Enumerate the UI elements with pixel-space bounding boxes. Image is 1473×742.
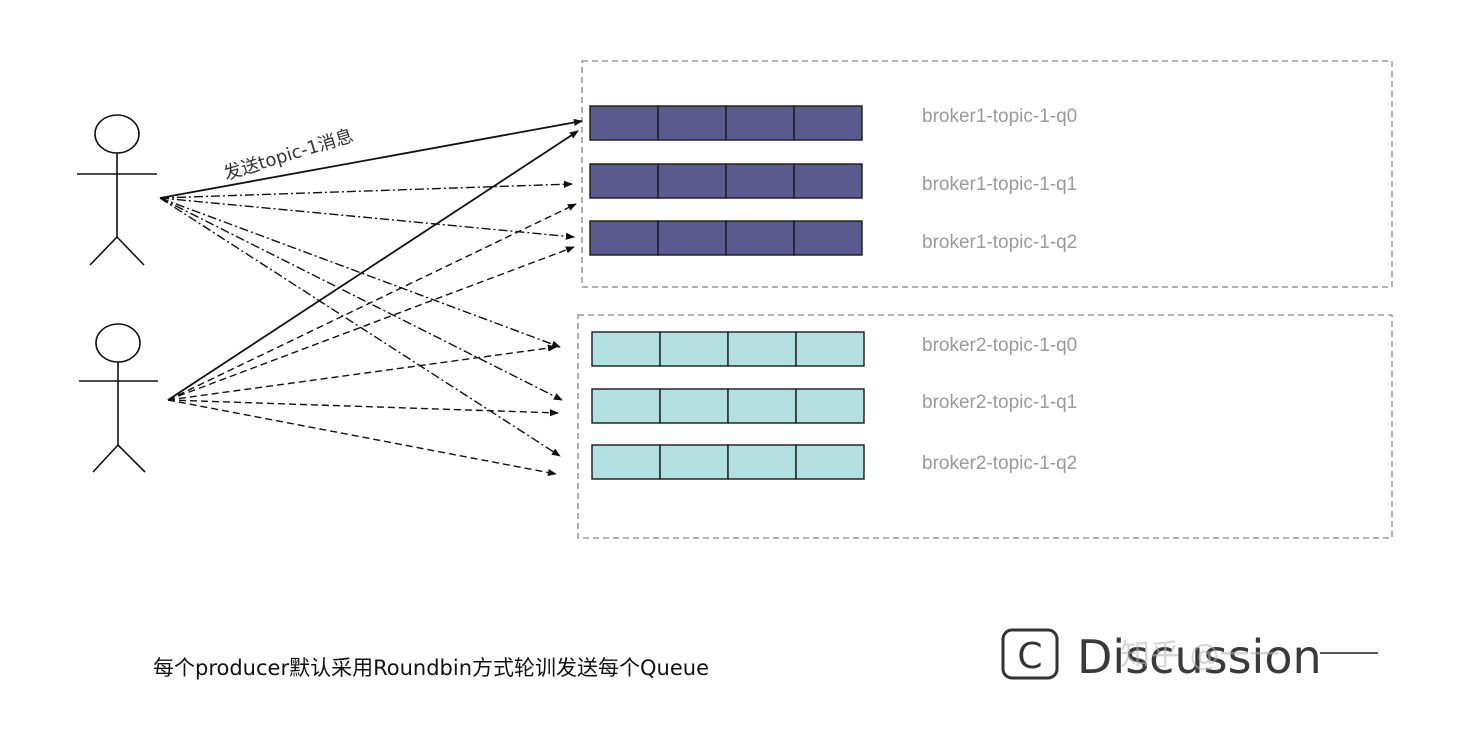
queue-cell [657, 105, 727, 141]
diagram-caption: 每个producer默认采用Roundbin方式轮训发送每个Queue [153, 656, 709, 680]
watermark-overlay-text: 知乎 @一一 [1120, 638, 1280, 673]
queue-broker2-topic-1-q2: broker2-topic-1-q2 [591, 444, 1077, 480]
queue-cell [591, 388, 661, 424]
producer-1-arrow-broker2-topic-1-q0 [159, 197, 561, 348]
arrow-layer [159, 118, 583, 477]
producer-1-arrow-broker1-topic-1-q2 [159, 197, 575, 240]
queue-cell [725, 105, 795, 141]
producer-2-figure [79, 323, 158, 473]
queue-cell [793, 163, 863, 199]
queue-cell [727, 444, 797, 480]
producer-2-arrow-broker2-topic-1-q1 [167, 399, 559, 417]
queue-layer: broker1-topic-1-q0 broker1-topic-1-q1 brok… [589, 105, 1077, 480]
producer-2-arrow-broker1-topic-1-q2 [167, 246, 575, 401]
queue-cell [727, 331, 797, 367]
queue-cell [659, 331, 729, 367]
queue-cell [727, 388, 797, 424]
watermark-logo-text: Discussion [1077, 630, 1322, 684]
queue-cell [657, 163, 727, 199]
queue-cell [793, 105, 863, 141]
broker2-container [577, 314, 1393, 539]
queue-broker1-topic-1-q1: broker1-topic-1-q1 [589, 163, 1077, 199]
copyright-c-icon [1001, 628, 1059, 680]
producer-1-arrow-broker1-topic-1-q0 [159, 118, 583, 199]
queue-label: broker2-topic-1-q2 [922, 453, 1077, 474]
queue-broker2-topic-1-q1: broker2-topic-1-q1 [591, 388, 1077, 424]
producer-2-arrow-broker1-topic-1-q1 [167, 203, 577, 401]
queue-broker1-topic-1-q2: broker1-topic-1-q2 [589, 220, 1077, 256]
producer-2-arrow-broker2-topic-1-q2 [167, 399, 557, 477]
queue-cell [591, 444, 661, 480]
queue-broker1-topic-1-q0: broker1-topic-1-q0 [589, 105, 1077, 141]
producer-2-arrow-broker2-topic-1-q0 [167, 344, 557, 401]
queue-label: broker1-topic-1-q1 [922, 174, 1077, 195]
queue-cell [725, 220, 795, 256]
broker1-container [581, 60, 1393, 288]
producer-2-arrow-broker1-topic-1-q0 [167, 130, 579, 401]
queue-cell [591, 331, 661, 367]
producer-1-arrow-broker2-topic-1-q2 [159, 197, 561, 457]
producer-1-figure [77, 114, 157, 266]
queue-label: broker2-topic-1-q0 [922, 335, 1077, 356]
queue-cell [793, 220, 863, 256]
watermark: C Discussion 知乎 @一一 [1001, 628, 1378, 684]
queue-cell [659, 388, 729, 424]
edge-label: 发送topic-1消息 [221, 125, 356, 184]
queue-cell [659, 444, 729, 480]
queue-broker2-topic-1-q0: broker2-topic-1-q0 [591, 331, 1077, 367]
queue-label: broker1-topic-1-q0 [922, 106, 1077, 127]
queue-cell [725, 163, 795, 199]
queue-label: broker1-topic-1-q2 [922, 232, 1077, 253]
queue-cell [589, 220, 659, 256]
queue-cell [657, 220, 727, 256]
queue-cell [795, 444, 865, 480]
queue-cell [589, 105, 659, 141]
producer-1-arrow-broker1-topic-1-q1 [159, 180, 573, 199]
queue-label: broker2-topic-1-q1 [922, 392, 1077, 413]
queue-cell [795, 331, 865, 367]
copyright-c-letter: C [1017, 636, 1042, 677]
queue-cell [795, 388, 865, 424]
queue-cell [589, 163, 659, 199]
producer-1-arrow-broker2-topic-1-q1 [159, 197, 563, 401]
